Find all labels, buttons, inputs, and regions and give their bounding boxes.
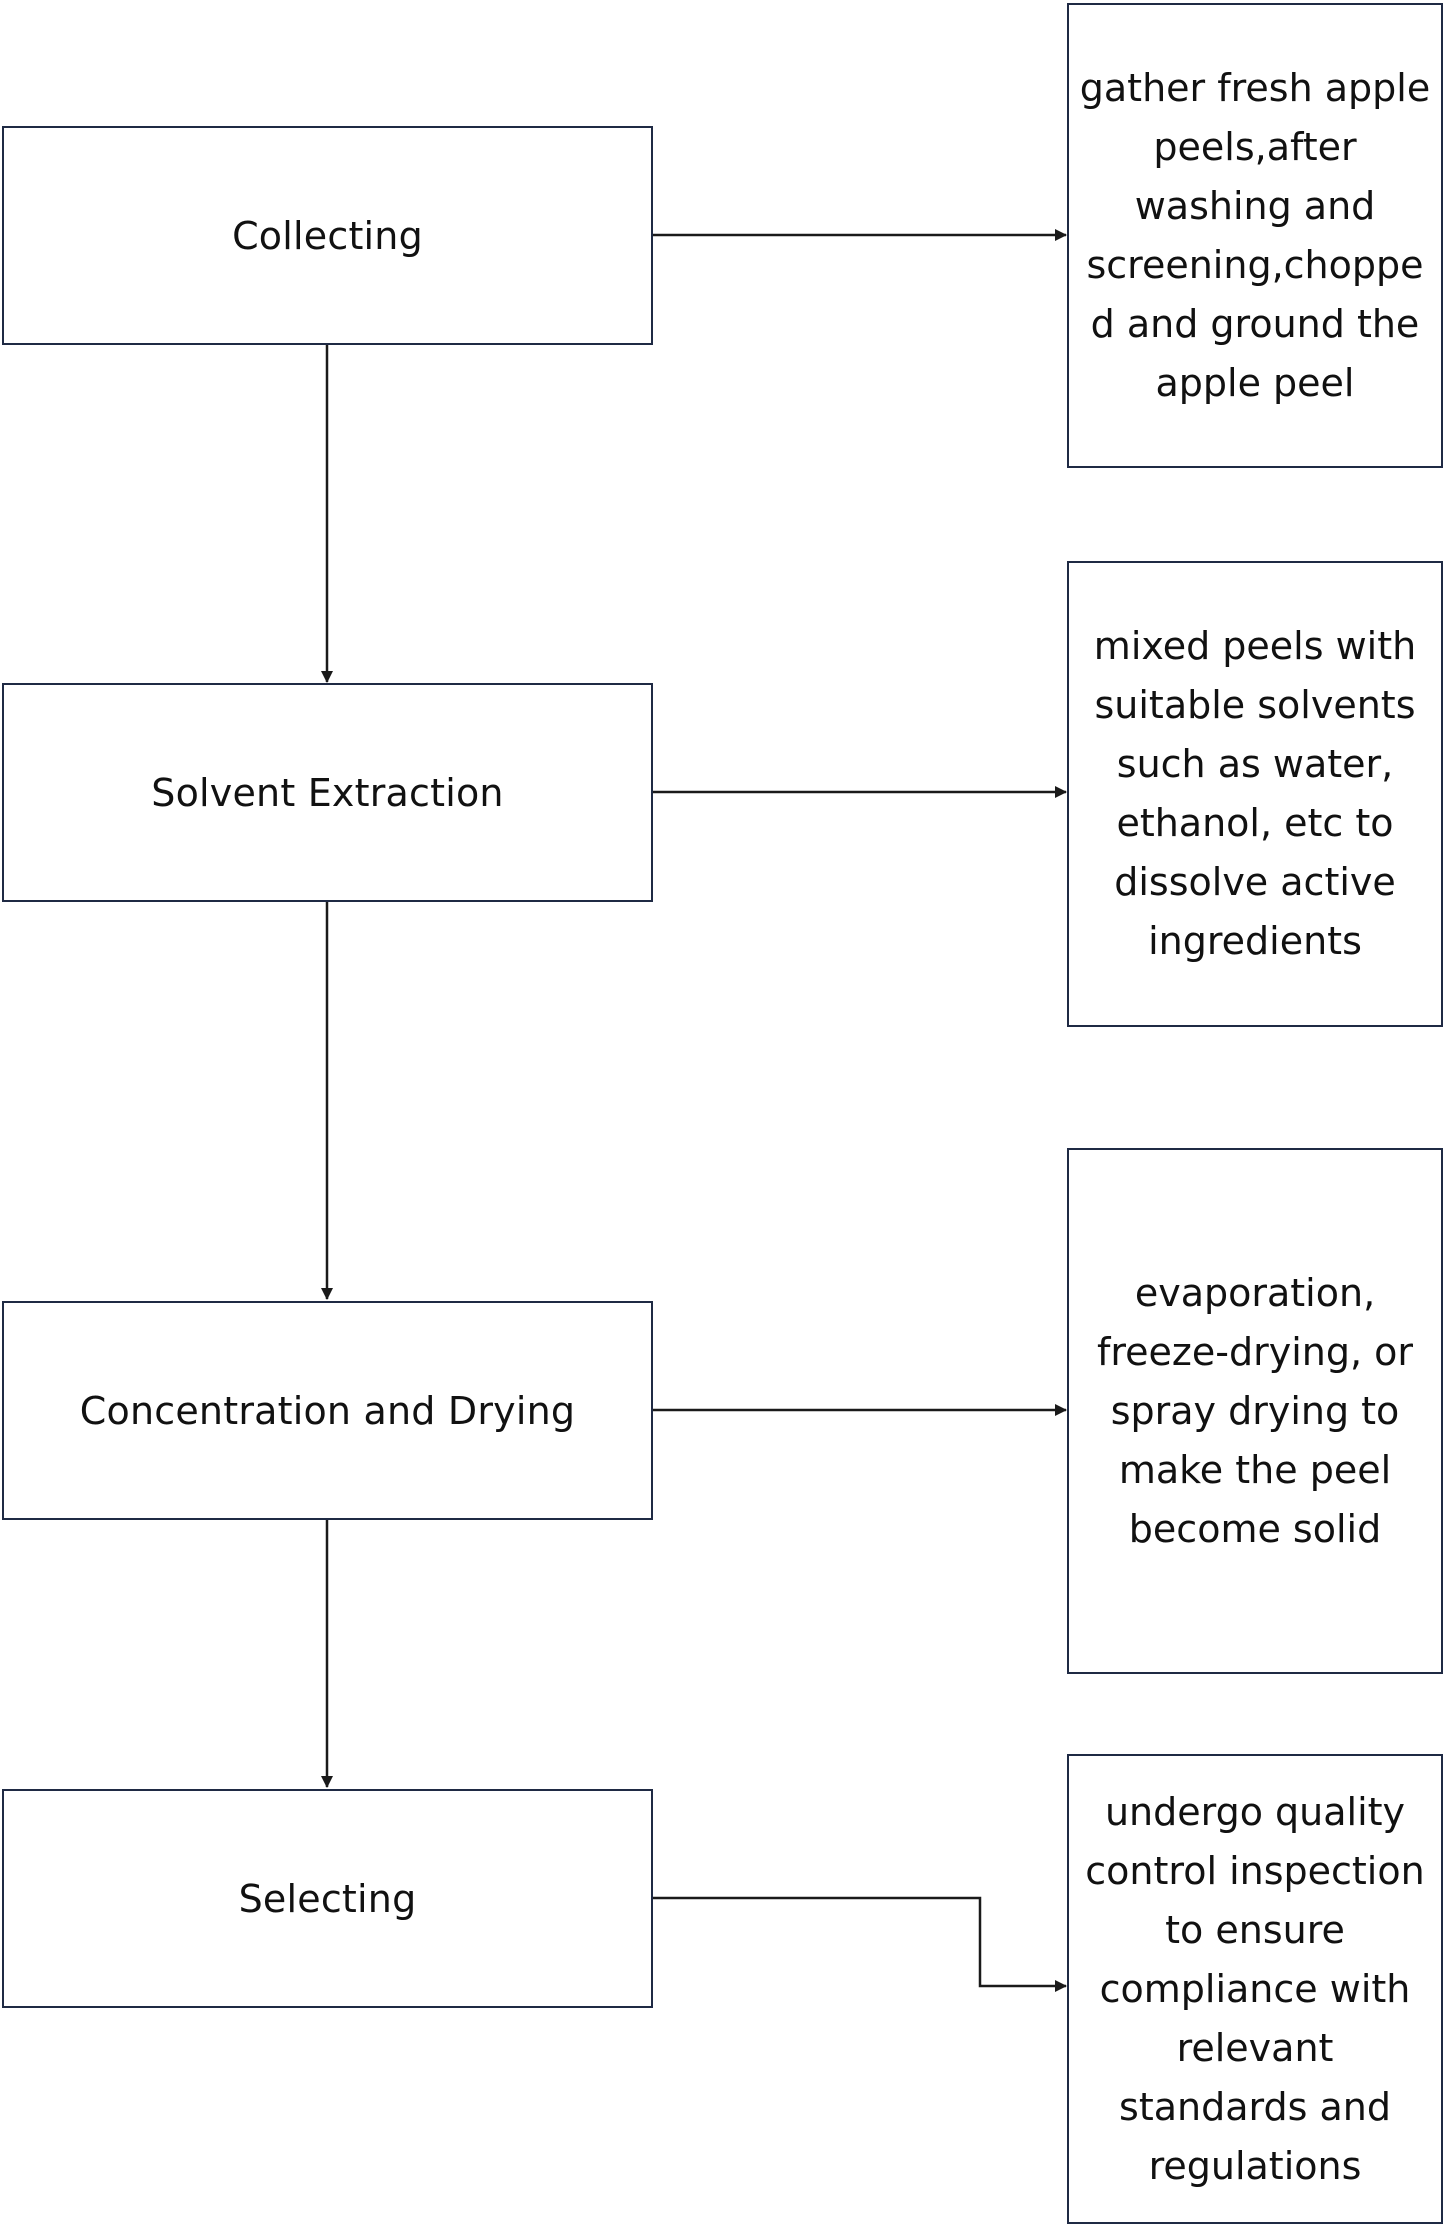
note-text: gather fresh apple peels,after washing a… (1079, 65, 1431, 405)
note-box-concentration-drying: evaporation, freeze-drying, or spray dry… (1067, 1148, 1443, 1674)
arrow-selecting-to-note (652, 1896, 1067, 1992)
step-label: Collecting (232, 213, 423, 258)
note-text: undergo quality control inspection to en… (1085, 1789, 1425, 2188)
step-box-solvent-extraction: Solvent Extraction (2, 683, 653, 902)
step-box-concentration-drying: Concentration and Drying (2, 1301, 653, 1520)
step-label: Concentration and Drying (79, 1388, 576, 1433)
note-text: evaporation, freeze-drying, or spray dry… (1097, 1270, 1413, 1551)
step-box-selecting: Selecting (2, 1789, 653, 2008)
step-label: Solvent Extraction (151, 770, 504, 815)
step-label: Selecting (238, 1876, 417, 1921)
step-box-collecting: Collecting (2, 126, 653, 345)
note-box-selecting: undergo quality control inspection to en… (1067, 1754, 1443, 2224)
note-text: mixed peels with suitable solvents such … (1093, 624, 1417, 963)
note-box-solvent-extraction: mixed peels with suitable solvents such … (1067, 561, 1443, 1027)
note-box-collecting: gather fresh apple peels,after washing a… (1067, 3, 1443, 468)
